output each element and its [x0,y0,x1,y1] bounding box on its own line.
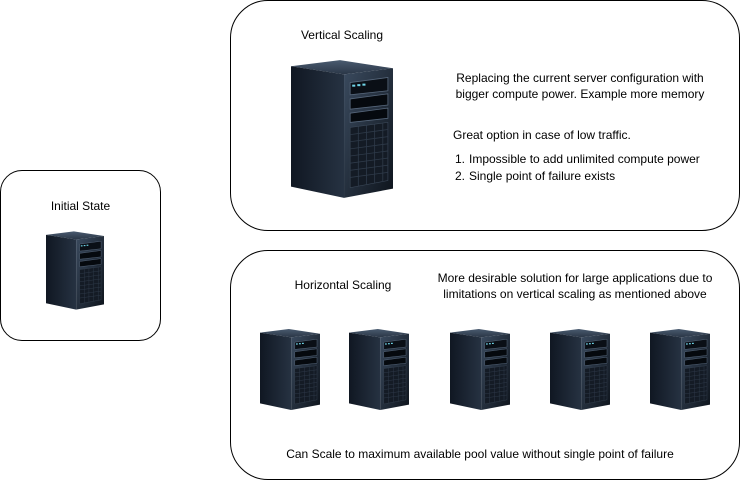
horizontal-scaling-description-line2: limitations on vertical scaling as menti… [443,287,707,301]
server-tower-icon [46,231,104,310]
horizontal-scaling-description-line1: More desirable solution for large applic… [437,271,713,285]
server-tower-icon [291,60,393,198]
server-tower-icon [260,329,320,410]
vertical-scaling-issues-list: 1.Impossible to add unlimited compute po… [451,151,700,185]
vertical-scaling-title: Vertical Scaling [300,28,384,42]
list-item: 1.Impossible to add unlimited compute po… [454,152,700,166]
horizontal-scaling-footer: Can Scale to maximum available pool valu… [286,447,674,461]
server-tower-icon [650,329,710,410]
initial-state-title: Initial State [50,199,111,213]
server-tower-icon [550,329,610,410]
server-tower-icon [450,329,510,410]
server-tower-icon [349,329,409,410]
vertical-scaling-description-line1: Replacing the current server configurati… [456,71,704,85]
vertical-scaling-note: Great option in case of low traffic. [453,128,631,142]
horizontal-scaling-title: Horizontal Scaling [294,278,392,292]
list-item: 2.Single point of failure exists [454,169,616,183]
vertical-scaling-description-line2: bigger compute power. Example more memor… [455,87,705,101]
